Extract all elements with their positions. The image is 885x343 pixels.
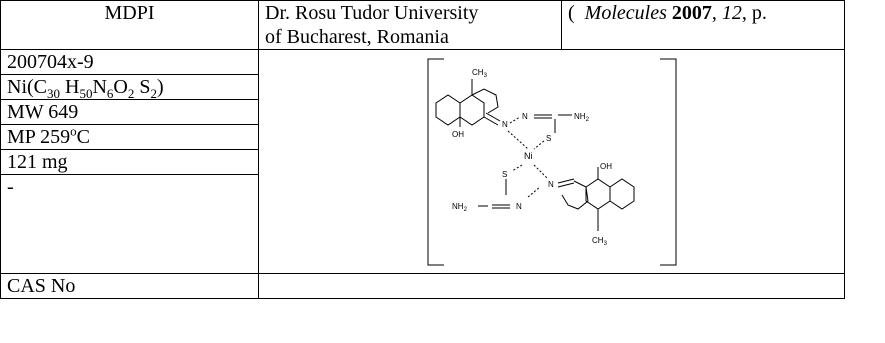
ref-open: ( [568,2,575,24]
ref-volume: 12 [721,2,742,24]
amino-top: NH2 [574,112,590,123]
amino-bottom: NH2 [452,202,468,213]
note-cell: - [0,174,259,274]
lower-ring-system [557,166,634,231]
melting-point: MP 259oC [7,124,91,149]
molecular-weight: MW 649 [7,101,79,123]
upper-ring-system [435,78,500,127]
ref-journal: Molecules [584,2,667,24]
note-value: - [7,176,14,198]
lower-chain [477,164,548,208]
formula-cell: Ni(C30 H50N6O2 S2) [0,74,259,100]
compound-code: 200704x-9 [7,51,94,73]
sample-amount: 121 mg [7,151,68,173]
molecular-formula: Ni(C30 H50N6O2 S2) [7,76,164,100]
structure-cell: CH3 OH N N NH2 S Ni [258,49,845,274]
publisher-name: MDPI [104,2,155,24]
affiliation-line1: Dr. Rosu Tudor University [265,2,479,24]
hydrazinic-n-right: N [516,202,522,211]
cas-value-cell [258,273,845,299]
methyl-bottom: CH3 [592,236,608,247]
nickel-center: Ni [524,151,533,161]
hydrazinic-n-left: N [522,112,528,121]
molecular-weight-cell: MW 649 [0,99,259,125]
affiliation-cell: Dr. Rosu Tudor University of Bucharest, … [258,0,562,50]
hydroxyl-left: OH [452,130,464,139]
complex-brackets [427,58,676,265]
ref-sep2: , p. [741,2,767,24]
structure-drawing: CH3 OH N N NH2 S Ni [427,58,676,265]
publisher-cell: MDPI [0,0,259,50]
sulfur-top: S [546,134,551,143]
imine-n-left: N [502,120,508,129]
ref-sep1: , [711,2,717,24]
amount-cell: 121 mg [0,149,259,175]
cas-cell: CAS No [0,273,259,299]
ref-year: 2007 [671,2,712,24]
affiliation-line2: of Bucharest, Romania [265,26,449,48]
reference-cell: ( Molecules 2007, 12, p. [561,0,845,50]
compound-sheet: MDPI Dr. Rosu Tudor University of Buchar… [0,0,845,299]
melting-point-cell: MP 259oC [0,124,259,150]
upper-chain [507,114,572,149]
cas-label: CAS No [7,275,76,297]
compound-code-cell: 200704x-9 [0,49,259,75]
methyl-top: CH3 [472,68,488,79]
sulfur-bottom: S [502,170,507,179]
imine-n-right: N [548,180,554,189]
hydroxyl-right: OH [600,162,612,171]
